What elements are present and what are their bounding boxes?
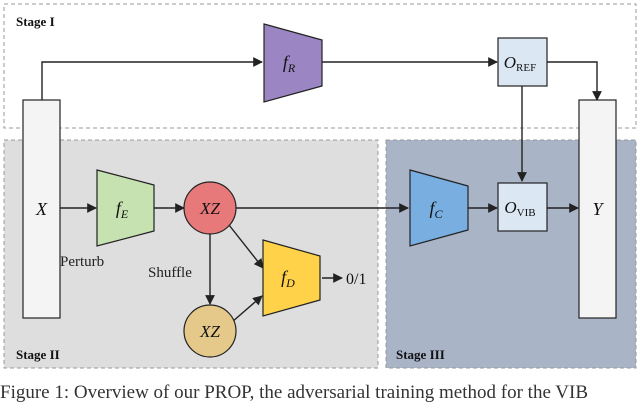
fD-label: fD [281,267,295,290]
y-box [578,99,617,319]
oVIB-label: OVIB [504,198,535,219]
fR-block [263,23,323,103]
arrow-x-to-fR [41,57,263,100]
perturb-label: Perturb [60,254,104,270]
oREF-label: OREF [504,53,536,74]
figure-caption: Figure 1: Overview of our PROP, the adve… [0,382,589,403]
fC-label: fC [429,198,443,221]
stage-2-label: Stage II [16,347,60,362]
fE-label: fE [116,198,129,221]
y-label: Y [592,199,604,219]
arrow-xz2-to-fD [231,295,263,323]
shuffle-label: Shuffle [148,265,192,281]
xz-top-label: XZ [199,199,220,218]
oREF-box [497,37,548,87]
binary-output-label: 0/1 [346,271,366,288]
fD-block [262,239,321,317]
xz-node-top [183,181,237,235]
fR-label: fR [283,52,296,75]
x-box [22,99,61,319]
connections [41,57,602,323]
oVIB-box [497,182,548,232]
arrow-xz-to-fD [228,224,264,269]
fC-block [409,169,469,247]
xz-bottom-label: XZ [199,322,220,341]
stage-3-label: Stage III [396,347,445,362]
arrow-oREF-to-y [547,61,602,101]
fE-block [96,169,155,247]
xz-node-bottom [183,304,237,358]
stage-1-label: Stage I [16,14,55,29]
x-label: X [35,199,48,219]
